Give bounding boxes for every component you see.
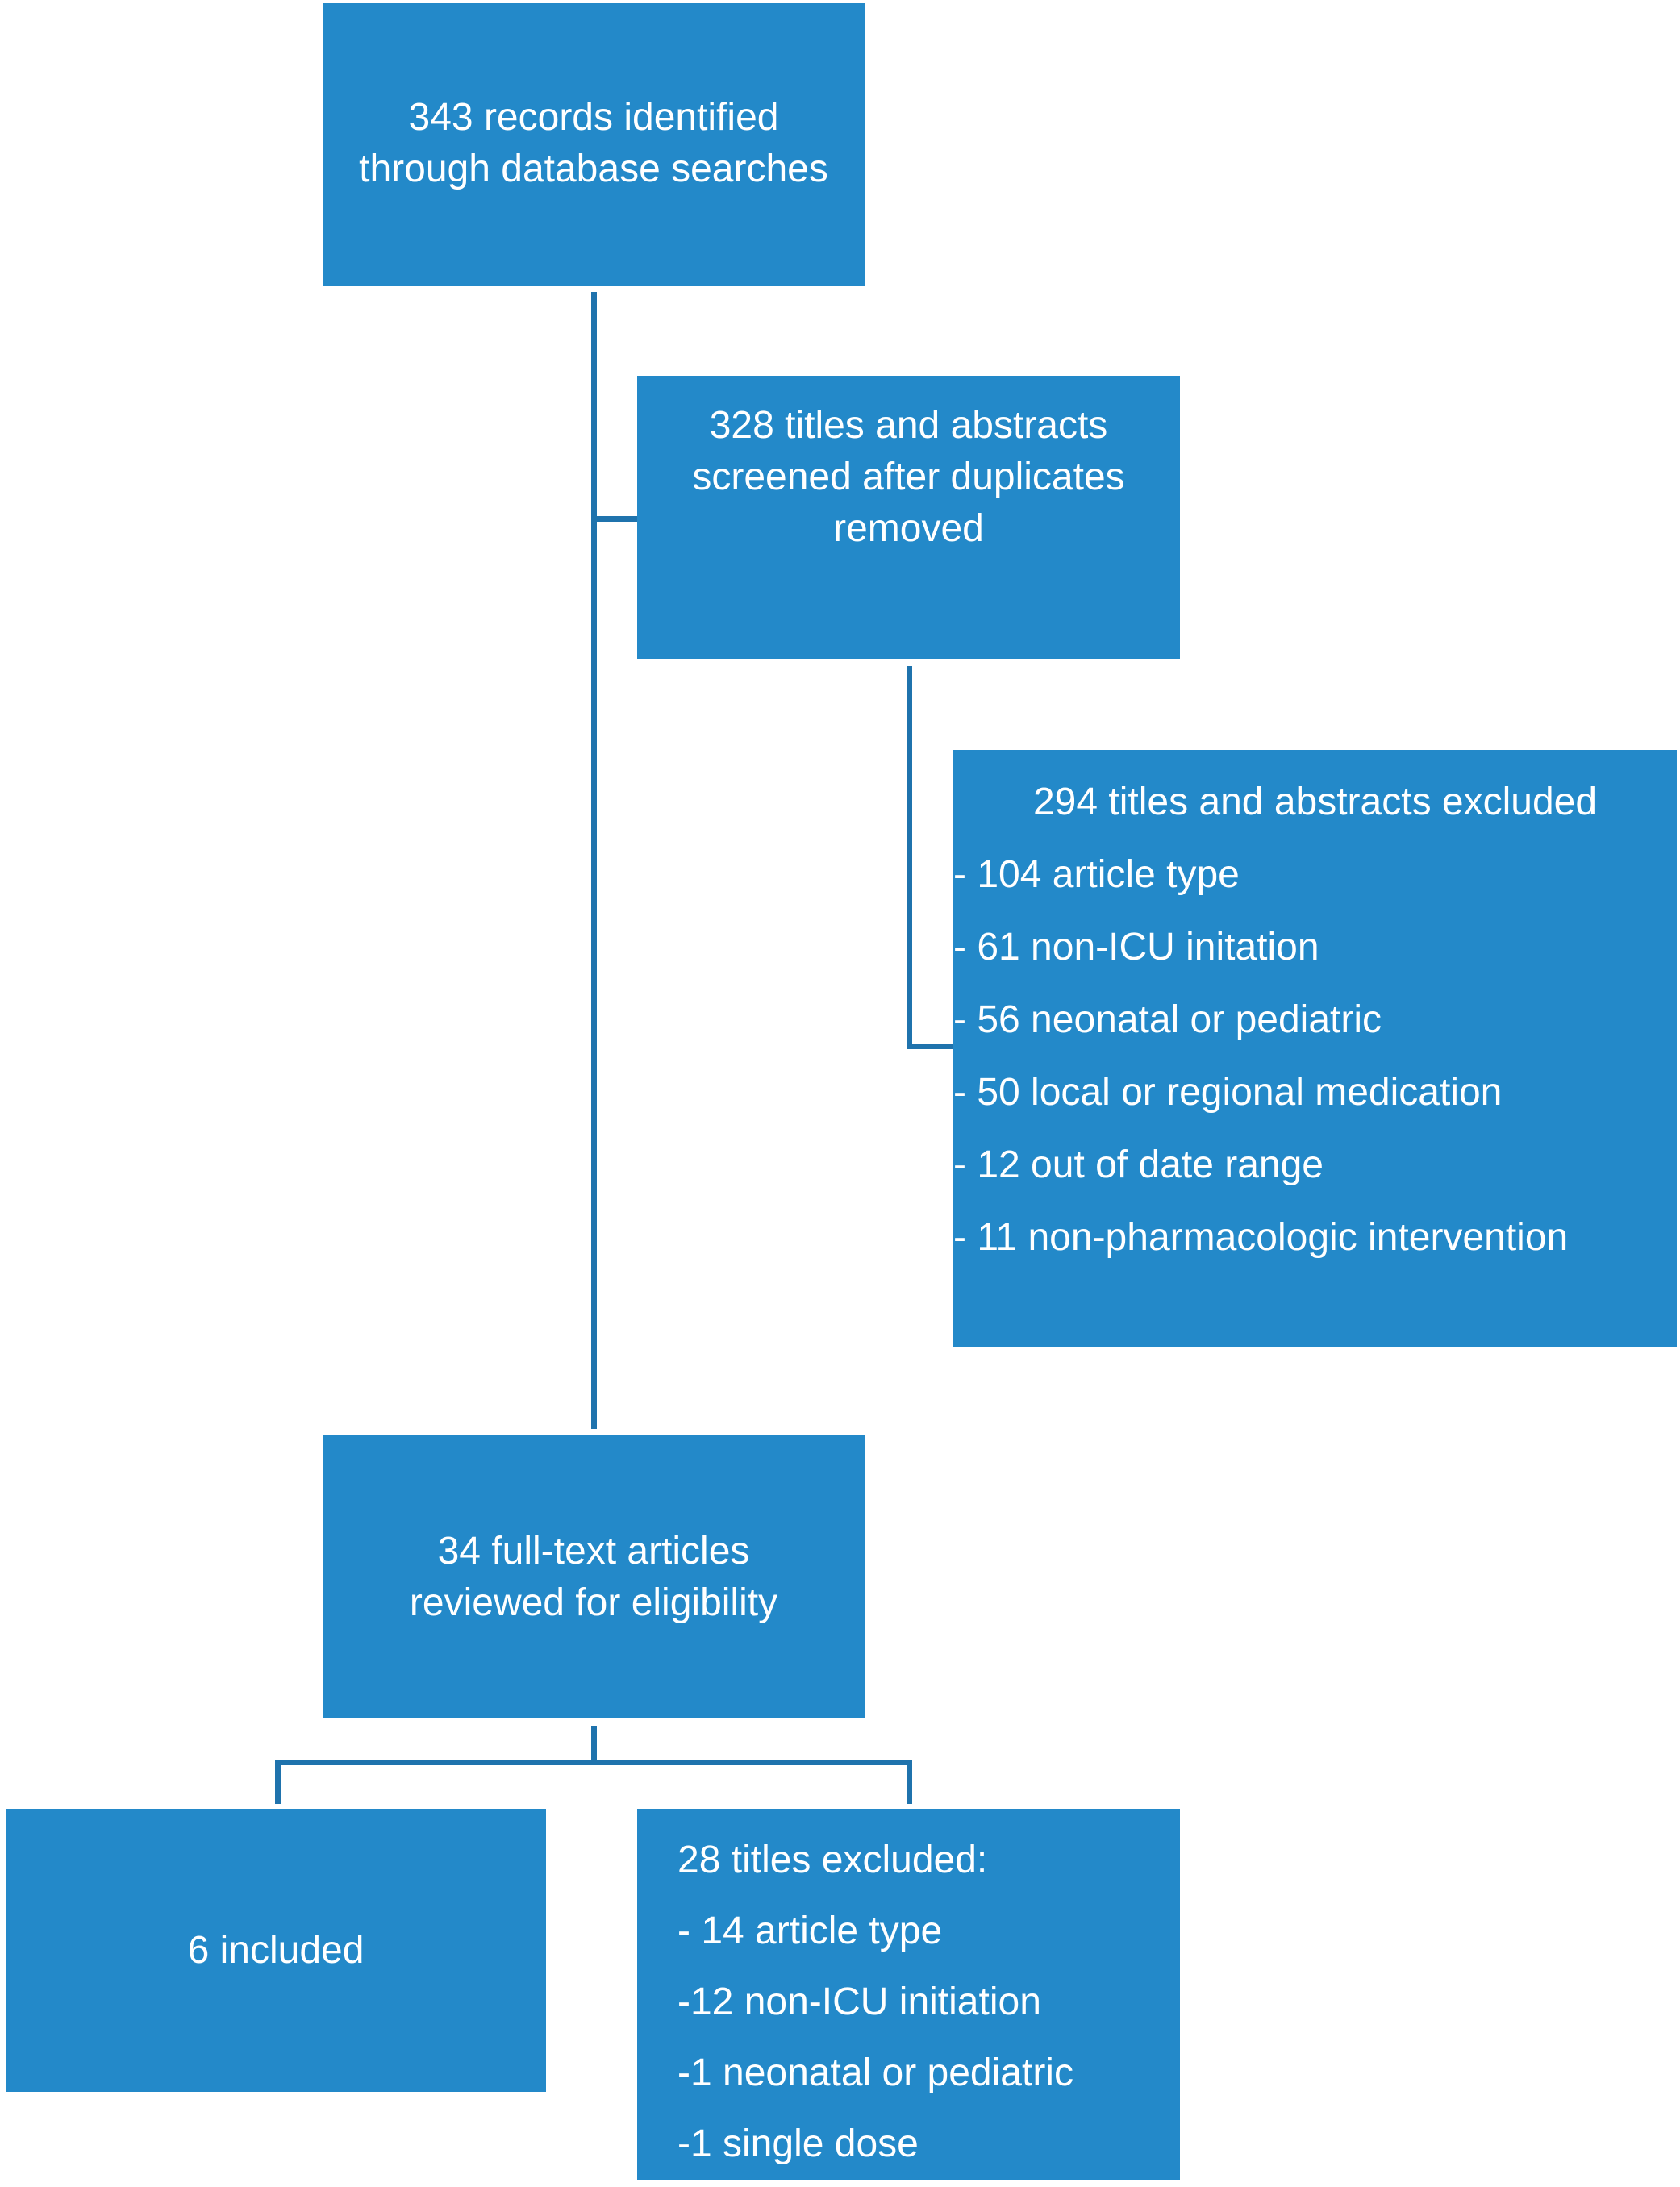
excluded-fulltext-item: -1 neonatal or pediatric: [677, 2052, 1073, 2094]
records-identified-line-2: through database searches: [359, 148, 828, 190]
excluded-screening-item: - 61 non-ICU initation: [953, 926, 1319, 969]
screened-line-2: screened after duplicates: [692, 456, 1125, 498]
excluded-fulltext-heading: 28 titles excluded:: [677, 1839, 988, 1881]
branch-to-excluded-connector: [907, 1044, 953, 1049]
screened-line-3: removed: [833, 507, 984, 550]
screened-vertical-connector: [907, 666, 912, 1049]
excluded-fulltext-item: -12 non-ICU initiation: [677, 1981, 1041, 2023]
to-excluded-fulltext-connector: [907, 1760, 912, 1804]
excluded-screening-item: - 104 article type: [953, 853, 1240, 896]
excluded-fulltext-item: - 14 article type: [677, 1910, 943, 1952]
excluded-screening-box: 294 titles and abstracts excluded - 104 …: [953, 750, 1677, 1347]
excluded-screening-item: - 12 out of date range: [953, 1143, 1324, 1186]
to-included-connector: [275, 1760, 281, 1804]
main-vertical-connector: [591, 292, 597, 1429]
fulltext-down-connector: [591, 1726, 597, 1763]
excluded-screening-item: - 11 non-pharmacologic intervention: [953, 1216, 1569, 1259]
records-identified-box: 343 records identified through database …: [323, 3, 865, 286]
excluded-screening-item: - 50 local or regional medication: [953, 1071, 1503, 1114]
split-horizontal-connector: [275, 1760, 912, 1765]
branch-to-screened-connector: [591, 516, 637, 522]
excluded-fulltext-box: 28 titles excluded: - 14 article type -1…: [637, 1809, 1180, 2180]
excluded-fulltext-item: -1 single dose: [677, 2122, 919, 2165]
fulltext-reviewed-box: 34 full-text articles reviewed for eligi…: [323, 1435, 865, 1718]
excluded-screening-item: - 56 neonatal or pediatric: [953, 998, 1382, 1041]
fulltext-line-2: reviewed for eligibility: [409, 1581, 778, 1624]
screened-line-1: 328 titles and abstracts: [709, 404, 1108, 447]
included-box: 6 included: [6, 1809, 546, 2092]
fulltext-line-1: 34 full-text articles: [437, 1529, 750, 1573]
screened-box: 328 titles and abstracts screened after …: [637, 376, 1180, 659]
included-label: 6 included: [187, 1928, 365, 1972]
excluded-screening-heading: 294 titles and abstracts excluded: [1032, 781, 1598, 823]
records-identified-line-1: 343 records identified: [408, 96, 779, 139]
